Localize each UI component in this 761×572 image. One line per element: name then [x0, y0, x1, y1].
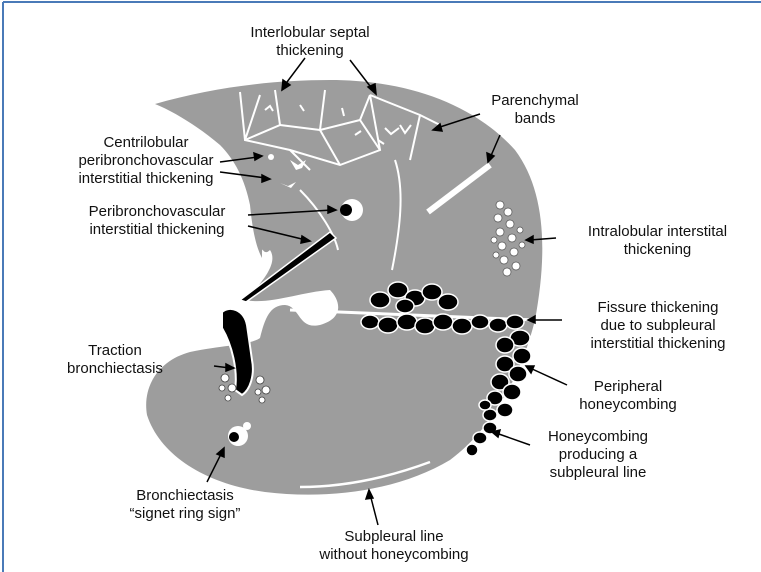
label-subpleural-line: Subpleural line without honeycombing [304, 528, 484, 564]
label-traction: Traction bronchiectasis [60, 342, 170, 378]
label-interlobular-septal: Interlobular septal thickening [225, 24, 395, 60]
signet-lumen [229, 432, 239, 442]
label-peripheral-honeycombing: Peripheral honeycombing [558, 378, 698, 414]
label-parenchymal-bands: Parenchymal bands [480, 92, 590, 128]
label-signet-ring: Bronchiectasis “signet ring sign” [100, 487, 270, 523]
signet-vessel [243, 422, 251, 430]
label-honeycombing-subpleural: Honeycombing producing a subpleural line [528, 428, 668, 482]
label-peribronchovascular: Peribronchovascular interstitial thicken… [62, 203, 252, 239]
centrilobular-dot [268, 154, 274, 160]
label-intralobular: Intralobular interstital thickening [555, 223, 760, 259]
bronchus-lumen [340, 204, 352, 216]
label-fissure: Fissure thickening due to subpleural int… [563, 299, 753, 353]
label-centrilobular: Centrilobular peribronchovascular inters… [56, 134, 236, 188]
